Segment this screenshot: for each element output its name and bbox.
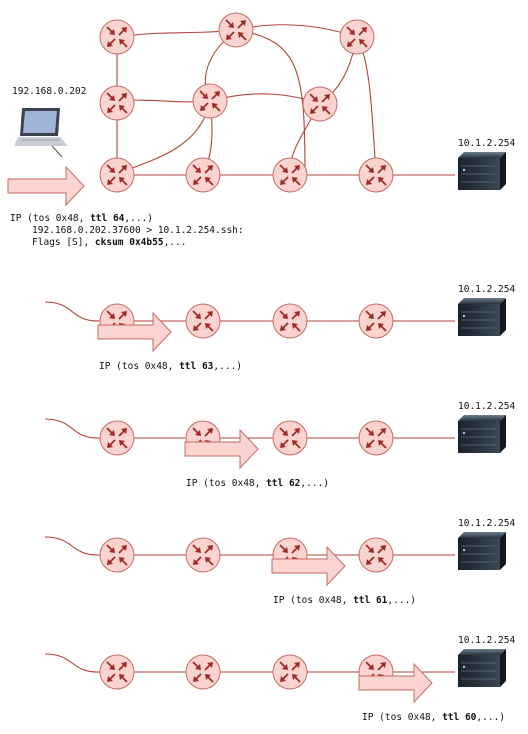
packet-header-line: IP (tos 0x48, ttl 64,...) [10, 213, 154, 224]
server-icon [457, 151, 507, 191]
router [339, 19, 375, 55]
hop-diagram-3 [44, 531, 507, 587]
hop-label: IP (tos 0x48, ttl 61,...) [273, 595, 417, 606]
server-icon [457, 531, 507, 571]
router [302, 86, 338, 122]
server-icon [457, 414, 507, 454]
server-ip-label: 10.1.2.254 [458, 635, 516, 646]
server-icon [457, 648, 507, 688]
router [272, 420, 308, 456]
router [99, 19, 135, 55]
hop-diagram-4 [44, 648, 507, 704]
hop-diagram-1 [44, 297, 507, 353]
router [99, 157, 135, 193]
hop-label: IP (tos 0x48, ttl 62,...) [186, 478, 330, 489]
laptop-icon [14, 108, 68, 158]
laptop-ip-label: 192.168.0.202 [12, 86, 87, 97]
packet-flow-line: 192.168.0.202.37600 > 10.1.2.254.ssh: [32, 225, 244, 236]
router [272, 157, 308, 193]
router [99, 85, 135, 121]
router [99, 420, 135, 456]
router [358, 157, 394, 193]
router [218, 12, 254, 48]
router [99, 537, 135, 573]
packet-flags-line: Flags [S], cksum 0x4b55,... [32, 237, 187, 248]
packet-arrow [7, 165, 85, 207]
server-ip-label: 10.1.2.254 [458, 401, 516, 412]
router [272, 654, 308, 690]
server-icon [457, 297, 507, 337]
hop-diagram-2 [44, 414, 507, 470]
router [358, 537, 394, 573]
router [192, 83, 228, 119]
packet-arrow [184, 428, 259, 470]
server-ip-label: 10.1.2.254 [458, 138, 516, 149]
server-ip-label: 10.1.2.254 [458, 284, 516, 295]
hop-label: IP (tos 0x48, ttl 60,...) [362, 712, 506, 723]
router [185, 537, 221, 573]
packet-arrow [271, 545, 346, 587]
router [185, 654, 221, 690]
packet-arrow [358, 662, 433, 704]
router [185, 157, 221, 193]
router [358, 303, 394, 339]
server-ip-label: 10.1.2.254 [458, 518, 516, 529]
router [185, 303, 221, 339]
packet-arrow [97, 311, 172, 353]
router [99, 654, 135, 690]
router [272, 303, 308, 339]
router [358, 420, 394, 456]
hop-label: IP (tos 0x48, ttl 63,...) [99, 361, 243, 372]
